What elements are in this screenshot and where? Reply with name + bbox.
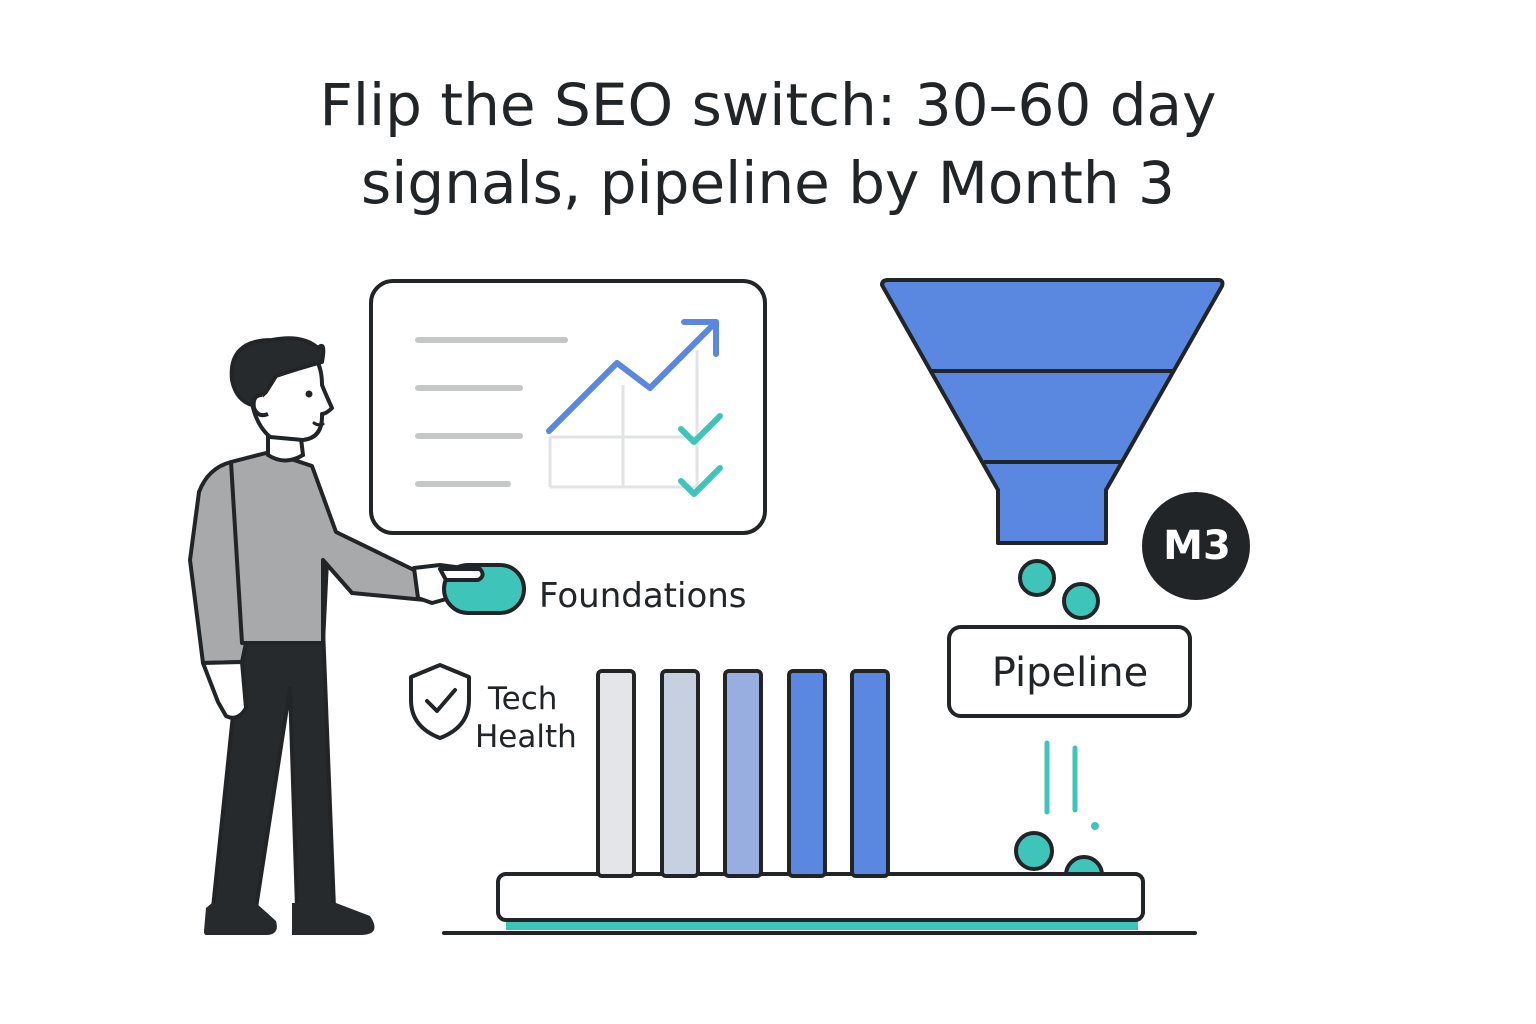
- coin: [1064, 855, 1104, 876]
- tech-label-line1: Tech: [487, 681, 557, 717]
- badge-label: M3: [1163, 523, 1231, 569]
- flow-lines: [1044, 740, 1078, 815]
- bar-5: [850, 669, 890, 878]
- coin: [1014, 831, 1054, 871]
- title-line-2: signals, pipeline by Month 3: [361, 149, 1175, 217]
- progress-bars: [596, 669, 890, 878]
- pointing-finger: [438, 567, 485, 582]
- bar-4: [787, 669, 827, 878]
- title-line-1: Flip the SEO switch: 30–60 day: [319, 71, 1217, 139]
- pipeline-label: Pipeline: [992, 650, 1149, 696]
- pipeline-box: Pipeline: [947, 625, 1192, 718]
- check-icon: [678, 413, 723, 445]
- dashboard-panel: [369, 279, 767, 535]
- base-platform: [442, 872, 1197, 935]
- shield-check-icon: [409, 663, 471, 740]
- person-illustration: [188, 336, 481, 935]
- m3-badge: M3: [1142, 492, 1250, 600]
- tech-label-line2: Health: [475, 719, 577, 755]
- bar-3: [723, 669, 763, 878]
- funnel-icon: [880, 278, 1225, 545]
- coin: [1018, 559, 1056, 597]
- trend-arrow-icon: [546, 319, 719, 434]
- drop: [1091, 822, 1099, 830]
- dashboard-grid: [548, 350, 699, 489]
- coin: [1062, 582, 1100, 620]
- foundations-label: Foundations: [539, 576, 747, 616]
- dashboard-text-lines: [415, 337, 568, 487]
- check-icon: [678, 465, 723, 497]
- page-title: Flip the SEO switch: 30–60 day signals, …: [0, 66, 1536, 222]
- bar-1: [596, 669, 636, 878]
- bar-2: [660, 669, 700, 878]
